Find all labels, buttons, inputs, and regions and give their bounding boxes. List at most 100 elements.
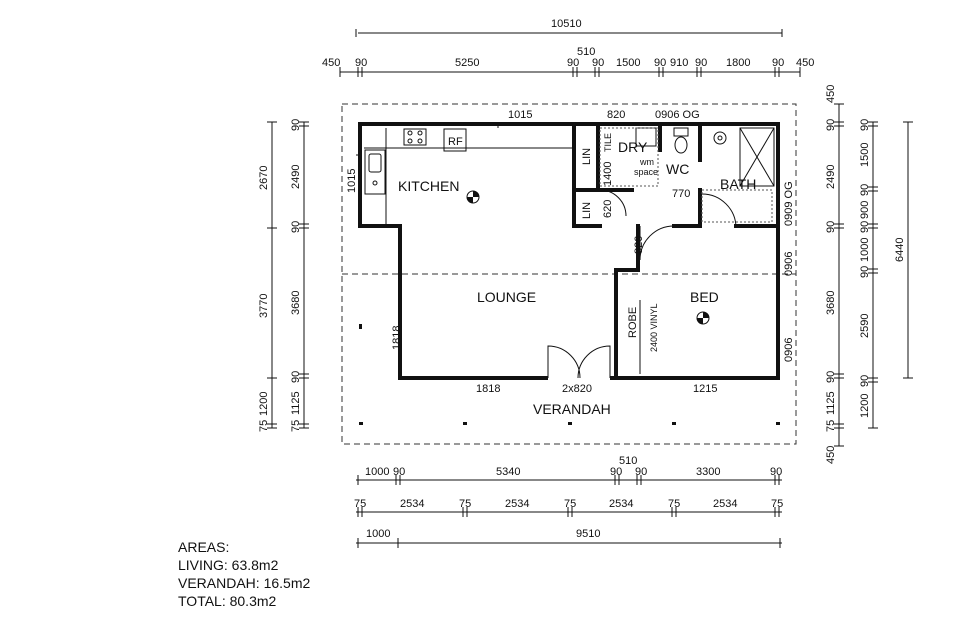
area-verandah: VERANDAH: 16.5m2 <box>178 575 311 591</box>
dim-820-top: 820 <box>607 109 625 121</box>
dim-top-90a: 90 <box>355 57 367 69</box>
dim-top-90f: 90 <box>772 57 784 69</box>
areas-title: AREAS: <box>178 539 230 555</box>
right-dimension-lines <box>834 103 913 447</box>
dim-bot-90b: 90 <box>610 466 622 478</box>
right-dimension-text: 450 90 2490 90 3680 90 1125 75 450 90 15… <box>825 85 906 464</box>
dim-left2-3680: 3680 <box>290 291 302 315</box>
dim-post-2534b: 2534 <box>505 498 529 510</box>
dim-right-3680: 3680 <box>825 291 837 315</box>
dim-right-90c: 90 <box>825 371 837 383</box>
dim-post-75a: 75 <box>354 498 366 510</box>
dim-top-510: 510 <box>577 46 595 58</box>
room-label-dry: DRY <box>618 139 648 155</box>
dim-top-910: 910 <box>670 57 688 69</box>
room-label-lounge: LOUNGE <box>477 289 536 305</box>
dim-top-90b: 90 <box>567 57 579 69</box>
room-label-verandah: VERANDAH <box>533 401 611 417</box>
dim-top-total: 10510 <box>551 18 582 30</box>
wm-label: wm <box>639 157 654 167</box>
dim-right-1125: 1125 <box>825 391 837 415</box>
dim-window-0909og: 0909 OG <box>783 181 795 226</box>
fridge-label: RF <box>448 136 463 148</box>
dim-doors-2x820: 2x820 <box>562 383 592 395</box>
dim-top-5250: 5250 <box>455 57 479 69</box>
dim-right-90b: 90 <box>825 221 837 233</box>
dim-top-90e: 90 <box>695 57 707 69</box>
dim-right2-900: 900 <box>859 201 871 219</box>
dim-window-0906b: 0906 <box>783 338 795 362</box>
dim-left2-2490: 2490 <box>290 165 302 189</box>
area-total: TOTAL: 80.3m2 <box>178 593 277 609</box>
vinyl-label: 2400 VINYL <box>649 303 659 352</box>
dim-right2-90e: 90 <box>859 375 871 387</box>
dim-right2-2590: 2590 <box>859 314 871 338</box>
dim-door-820: 820 <box>633 236 645 254</box>
dim-lounge-1818h: 1818 <box>476 383 500 395</box>
areas-schedule: AREAS: LIVING: 63.8m2 VERANDAH: 16.5m2 T… <box>178 538 310 610</box>
dim-right-450a: 450 <box>825 85 837 103</box>
dim-post-75b: 75 <box>459 498 471 510</box>
dim-top-450b: 450 <box>796 57 814 69</box>
room-label-robe: ROBE <box>627 307 639 338</box>
room-label-bed: BED <box>690 289 719 305</box>
dim-right-total: 6440 <box>894 238 906 262</box>
dim-right2-90a: 90 <box>859 119 871 131</box>
fixtures <box>356 124 775 379</box>
dim-left2-90b: 90 <box>290 221 302 233</box>
top-dimension-lines <box>339 29 801 77</box>
room-label-kitchen: KITCHEN <box>398 178 459 194</box>
dim-post-2534c: 2534 <box>609 498 633 510</box>
room-label-wc: WC <box>666 161 689 177</box>
dim-bot-90a: 90 <box>393 466 405 478</box>
dim-post-2534d: 2534 <box>713 498 737 510</box>
dim-left-1200: 1200 <box>258 392 270 416</box>
left-dimension-lines <box>267 121 309 429</box>
dim-right-90a: 90 <box>825 119 837 131</box>
interior-dimension-text: 1015 1400 620 770 820 1818 1818 2x820 12… <box>346 162 795 395</box>
dim-bot-90d: 90 <box>770 466 782 478</box>
openings <box>548 223 672 381</box>
dim-left2-1125: 1125 <box>290 391 302 415</box>
dim-top-1500: 1500 <box>616 57 640 69</box>
dim-right-2490: 2490 <box>825 165 837 189</box>
dim-right-450b: 450 <box>825 446 837 464</box>
dim-top-1800: 1800 <box>726 57 750 69</box>
bottom-dimension-lines <box>356 475 782 548</box>
dim-bot-90c: 90 <box>635 466 647 478</box>
room-label-bath: BATH <box>720 176 756 192</box>
area-living: LIVING: 63.8m2 <box>178 557 279 573</box>
centre-markers <box>466 190 710 325</box>
dim-bed-1215: 1215 <box>693 383 717 395</box>
dim-bot-510: 510 <box>619 455 637 467</box>
room-label-lin-lower: LIN <box>581 202 593 219</box>
dim-right2-1200: 1200 <box>859 394 871 418</box>
dim-lounge-1818v: 1818 <box>391 326 403 350</box>
dim-wc-770: 770 <box>672 188 690 200</box>
bottom-dimension-text: 1000 90 5340 510 90 90 3300 90 75 2534 7… <box>354 455 783 540</box>
dim-post-75e: 75 <box>771 498 783 510</box>
dim-0906og-top: 0906 OG <box>655 109 700 121</box>
dim-left2-90a: 90 <box>290 119 302 131</box>
room-label-lin-upper: LIN <box>581 148 593 165</box>
dim-bot-1000: 1000 <box>365 466 389 478</box>
dim-right2-90c: 90 <box>859 221 871 233</box>
dim-left-2670: 2670 <box>258 166 270 190</box>
dim-post-75d: 75 <box>668 498 680 510</box>
verandah-posts <box>359 324 780 425</box>
verandah-outline <box>341 103 797 445</box>
dim-window-0906a: 0906 <box>783 252 795 276</box>
dim-post-2534a: 2534 <box>400 498 424 510</box>
dim-lin-1400: 1400 <box>602 162 614 186</box>
wm-space-label: space <box>634 167 658 177</box>
dim-top-90d: 90 <box>654 57 666 69</box>
walls <box>358 122 780 380</box>
dim-bot2-1000: 1000 <box>366 528 390 540</box>
dim-bot2-9510: 9510 <box>576 528 600 540</box>
dim-left-75: 75 <box>258 420 270 432</box>
dim-kitchen-window: 1015 <box>508 109 532 121</box>
top-dimension-text: 10510 450 90 5250 510 90 90 1500 90 910 … <box>322 18 814 121</box>
dim-post-75c: 75 <box>564 498 576 510</box>
dim-top-90c: 90 <box>592 57 604 69</box>
